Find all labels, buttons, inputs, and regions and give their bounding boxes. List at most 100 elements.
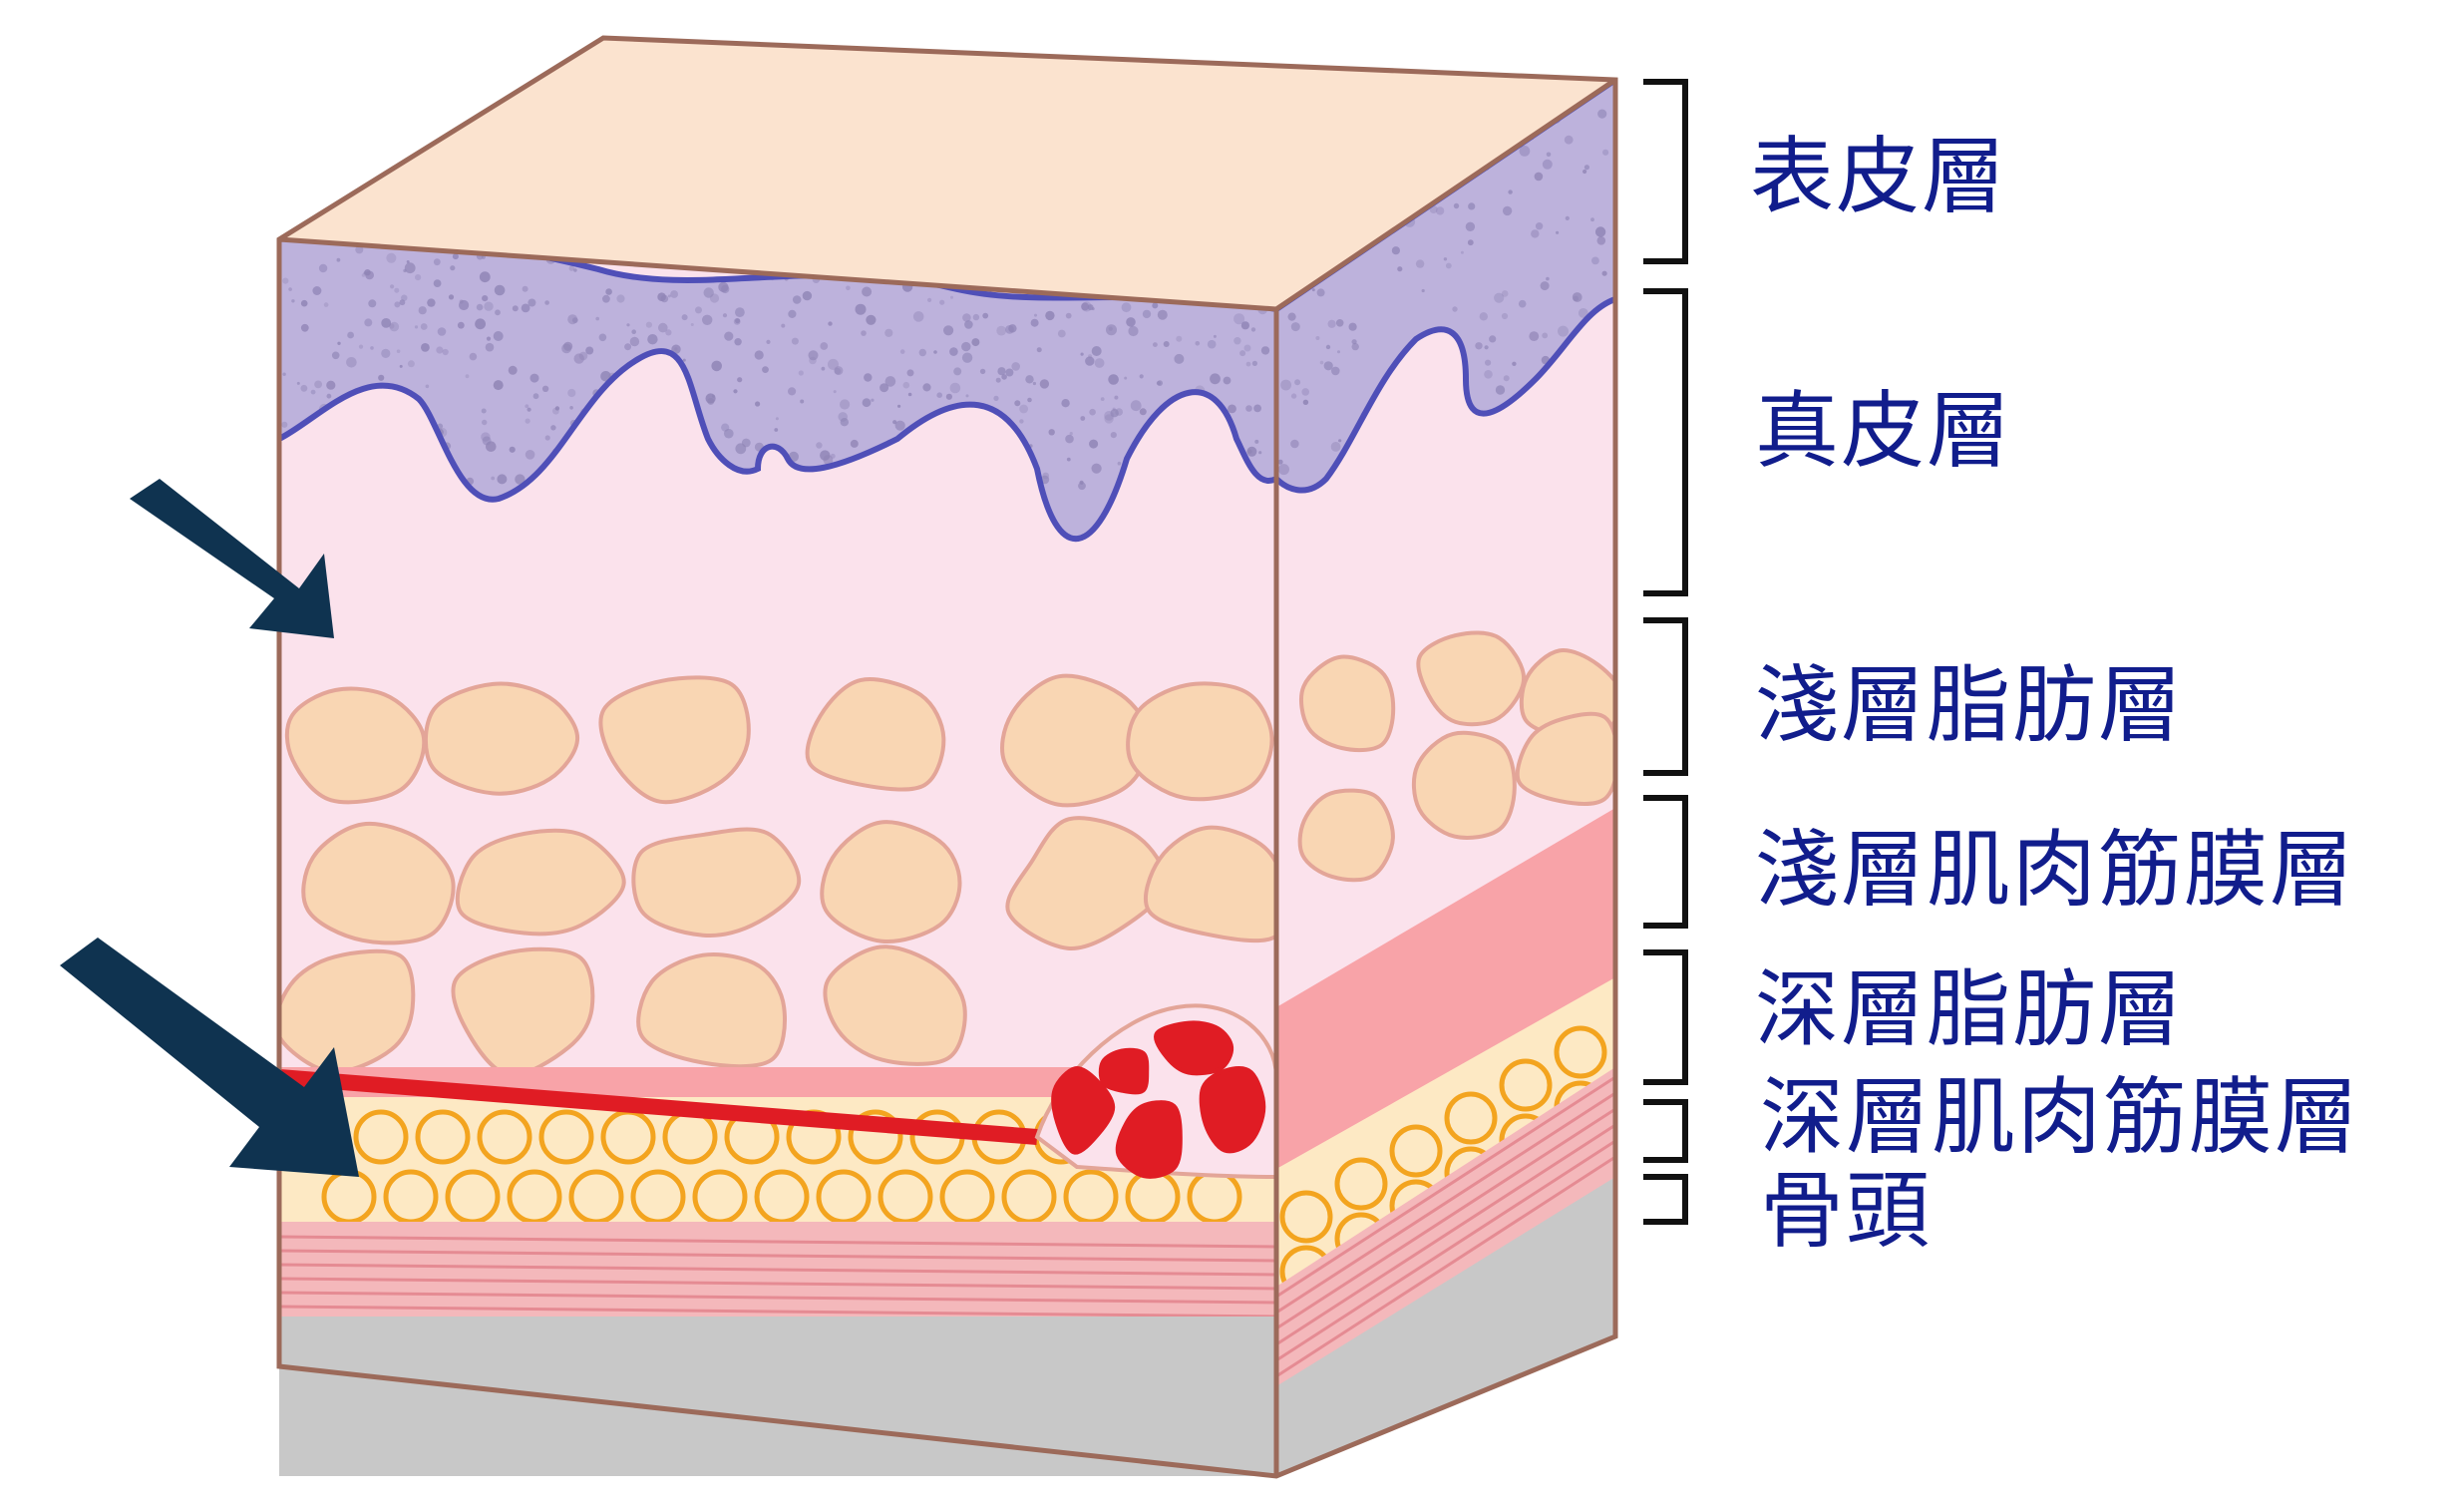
deep-fat-cell (568, 1169, 624, 1225)
speckle (401, 294, 408, 301)
speckle (281, 421, 288, 428)
speckle (711, 394, 715, 398)
deep-fat-cell (878, 1169, 933, 1225)
speckle (626, 323, 630, 327)
fascia-stripe (279, 1235, 1276, 1249)
speckle (1019, 419, 1024, 424)
speckle (1512, 361, 1517, 366)
speckle (781, 323, 786, 328)
layer-bracket (1643, 795, 1688, 929)
speckle (1032, 381, 1036, 386)
speckle (1315, 336, 1320, 340)
speckle (300, 384, 308, 392)
speckle (1542, 159, 1553, 170)
speckle (1531, 229, 1540, 238)
speckle (1104, 411, 1114, 421)
speckle (884, 328, 893, 337)
speckle (629, 336, 640, 347)
speckle (528, 298, 536, 307)
speckle (631, 329, 636, 335)
deep-fat-cell (816, 1169, 872, 1225)
speckle (1540, 281, 1550, 291)
speckle (850, 439, 859, 448)
speckle (1302, 399, 1309, 405)
speckle (1351, 339, 1357, 345)
speckle (1142, 309, 1152, 319)
speckle (871, 398, 875, 402)
speckle (525, 418, 530, 424)
fat-lobule (1411, 730, 1517, 840)
speckle (1163, 341, 1170, 347)
speckle (1108, 374, 1119, 385)
superficial-fat-front (279, 673, 1276, 1077)
fat-lobule (1515, 711, 1615, 806)
speckle (820, 342, 829, 350)
speckle (585, 346, 594, 355)
deep-fat-cell (662, 1109, 718, 1165)
red-blood-cell (1199, 1066, 1266, 1154)
speckle (1019, 404, 1028, 414)
speckle (657, 292, 666, 302)
speckle (1080, 352, 1084, 356)
layer-brackets (1643, 79, 1688, 1225)
speckle (1452, 306, 1458, 312)
speckle (554, 406, 560, 411)
red-blood-cell (1051, 1066, 1116, 1155)
speckle (1534, 172, 1544, 182)
speckle (420, 323, 428, 330)
speckle (1596, 236, 1606, 245)
speckle (1228, 404, 1236, 414)
blood-vessel-cells (1051, 1020, 1266, 1179)
speckle (1089, 408, 1096, 416)
speckle (927, 297, 932, 302)
speckle (1602, 149, 1609, 156)
speckle (1316, 288, 1325, 297)
speckle (414, 325, 419, 329)
speckle (1277, 459, 1283, 465)
layer-bracket (1643, 617, 1688, 776)
speckle (1335, 319, 1344, 327)
speckle (711, 360, 722, 372)
speckle (1091, 463, 1102, 474)
speckle (1065, 434, 1074, 444)
speckle (864, 373, 873, 382)
speckle (816, 442, 823, 449)
speckle (448, 294, 455, 300)
down-right-arrow-icon (60, 938, 359, 1177)
speckle (624, 343, 632, 351)
speckle (310, 389, 316, 395)
speckle (602, 294, 610, 303)
speckle (481, 432, 491, 442)
speckle (493, 380, 504, 391)
speckle (450, 265, 456, 271)
speckle (1001, 374, 1007, 380)
speckle (798, 370, 804, 376)
speckle (1243, 344, 1251, 352)
speckle (1250, 327, 1256, 332)
speckle (1057, 329, 1066, 338)
speckle (390, 284, 395, 289)
speckle (386, 252, 397, 263)
speckle (482, 436, 492, 446)
speckle (567, 314, 578, 325)
speckle (733, 318, 741, 325)
speckle (1468, 202, 1476, 210)
speckle (282, 372, 286, 376)
speckle (1130, 400, 1142, 412)
speckle (381, 318, 392, 328)
speckle (396, 349, 401, 354)
fascia-stripe (279, 1305, 1276, 1319)
speckle (399, 364, 403, 368)
speckle (544, 300, 549, 305)
speckle (381, 348, 391, 358)
speckle (493, 331, 504, 341)
speckle (971, 338, 980, 347)
speckle (1546, 276, 1550, 281)
speckle (1290, 393, 1297, 399)
fascia-stripe (279, 1291, 1276, 1305)
speckle (389, 323, 395, 329)
speckle (953, 367, 962, 376)
speckle (1253, 404, 1261, 413)
red-blood-cell (1154, 1020, 1234, 1076)
